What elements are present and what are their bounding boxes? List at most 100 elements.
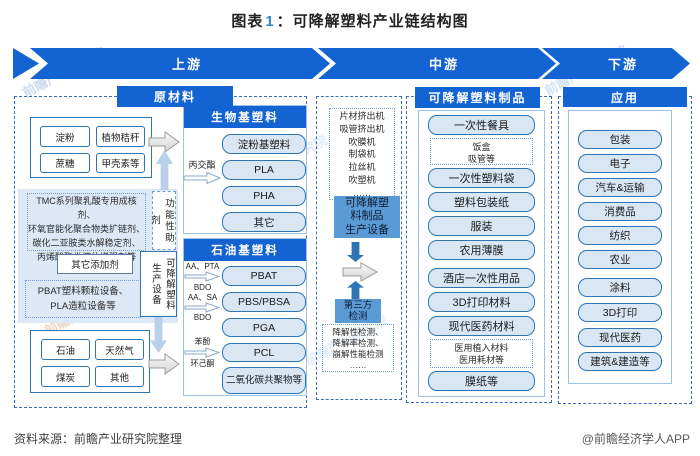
source-note: 资料来源：前瞻产业研究院整理	[14, 432, 183, 446]
machine-line: 片材挤出机	[339, 111, 385, 121]
source-box-chitin: 甲壳素等	[96, 153, 145, 173]
source-label: 石油	[55, 345, 75, 357]
plastic-item-label: PCL	[253, 346, 275, 359]
precursor-text: AA、SA	[187, 293, 218, 302]
source-box-gas: 天然气	[95, 339, 144, 360]
application-item: 电子	[578, 154, 662, 173]
banner-upstream: 上游	[30, 48, 330, 79]
application-item: 纺织	[578, 226, 662, 245]
note-line: 吸管等	[467, 154, 495, 164]
product-item-label: 农用薄膜	[459, 245, 504, 257]
note-line: 医用耗材等	[458, 355, 504, 365]
petro-plastics-header: 石油基塑料	[184, 239, 306, 261]
plastic-item: 二氧化碳共聚物等	[222, 367, 306, 394]
plastic-item-label: 淀粉基塑料	[237, 138, 291, 151]
header-products-label: 可降解塑料制品	[428, 91, 527, 105]
test-line: 降解率检测、	[332, 338, 384, 348]
credit-note: @前瞻经济学人APP	[581, 432, 690, 446]
plastic-item: PBAT	[222, 266, 306, 286]
source-box-starch: 淀粉	[40, 126, 90, 147]
application-item: 3D打印	[578, 303, 662, 322]
application-item-label: 消费品	[604, 206, 636, 218]
source-box-petroleum: 石油	[41, 339, 90, 360]
equipment-note-line: PBAT塑料颗粒设备、	[37, 286, 129, 297]
application-item-label: 涂料	[609, 282, 631, 294]
bio-plastics-header: 生物基塑料	[184, 106, 306, 128]
additives-note-box: TMC系列聚乳酸专用成核剂、 环氧官能化聚合物类扩链剂、 碳化二亚胺类水解稳定剂…	[27, 193, 146, 262]
banner-midstream: 中游	[318, 48, 556, 79]
plastic-item: PGA	[222, 318, 306, 337]
application-item-label: 建筑&建造等	[590, 356, 650, 368]
source-label: 淀粉	[55, 132, 75, 144]
tableware-note-box: 饭盒 吸管等	[430, 138, 533, 165]
source-box-sucrose: 蔗糖	[40, 153, 90, 173]
banner-midstream-label: 中游	[428, 57, 459, 72]
bio-plastics-header-label: 生物基塑料	[211, 112, 279, 124]
production-equipment-label-col2: 生产设备	[150, 263, 161, 305]
source-box-other: 其他	[95, 366, 144, 387]
header-products: 可降解塑料制品	[415, 87, 540, 108]
title-text: ：可降解塑料产业链结构图	[276, 13, 469, 30]
source-label: 煤炭	[55, 372, 75, 384]
flow-right-arrow-icon	[342, 262, 379, 282]
machine-line: 吹膜机	[348, 136, 376, 147]
product-item: 现代医药材料	[428, 316, 535, 336]
test-line: 崩解性能检测	[332, 349, 384, 359]
precursor-label: 环己酮	[184, 358, 221, 369]
application-item: 现代医药	[578, 328, 662, 347]
source-label: 蔗糖	[55, 159, 75, 170]
product-item-label: 3D打印材料	[452, 297, 511, 309]
application-item: 汽车&运输	[578, 178, 662, 197]
third-party-line: 检测	[348, 311, 368, 322]
plastic-item-label: PBAT	[250, 270, 278, 282]
equipment-note-line: PLA造粒设备等	[50, 301, 116, 312]
test-line: ……	[349, 360, 367, 370]
title-prefix: 图表	[231, 13, 264, 30]
product-item: 一次性塑料袋	[428, 168, 535, 188]
product-item-label: 服装	[470, 221, 493, 233]
products-equipment-line: 料制品	[350, 210, 384, 223]
precursor-arrow-icon	[184, 271, 220, 282]
equipment-container	[316, 96, 402, 400]
petro-plastics-header-label: 石油基塑料	[211, 245, 279, 257]
precursor-label: 丙交酯	[183, 158, 221, 171]
application-item: 建筑&建造等	[578, 352, 662, 371]
plastic-item-label: PBS/PBSA	[238, 296, 290, 308]
banner-downstream: 下游	[542, 48, 690, 79]
precursor-label: BDO	[184, 313, 221, 322]
application-item-label: 汽车&运输	[595, 182, 645, 194]
plastic-item-label: PHA	[253, 190, 275, 202]
product-item-label: 酒店一次性用品	[443, 273, 520, 285]
header-applications-label: 应用	[610, 90, 639, 105]
product-item: 3D打印材料	[428, 292, 535, 312]
machine-line: 拉丝机	[348, 162, 376, 173]
product-item-label: 现代医药材料	[448, 321, 515, 333]
product-item: 膜纸等	[428, 371, 535, 391]
functional-additives-label: 功能性助剂	[149, 197, 174, 244]
product-item: 塑料包装纸	[428, 192, 535, 212]
application-item: 消费品	[578, 202, 662, 221]
plastic-item-label: PGA	[252, 321, 276, 334]
medical-note-box: 医用植入材料 医用耗材等	[430, 339, 533, 368]
tests-list-box: 降解性检测、 降解率检测、 崩解性能检测 ……	[322, 324, 394, 372]
precursor-text: AA、PTA	[185, 262, 220, 271]
additives-note-line: 碳化二亚胺类水解稳定剂、	[32, 238, 141, 248]
equipment-note-box: PBAT塑料颗粒设备、 PLA造粒设备等	[25, 280, 141, 318]
plastic-item-label: 二氧化碳共聚物等	[225, 374, 302, 386]
banner-upstream-label: 上游	[171, 57, 202, 72]
product-item: 服装	[428, 216, 535, 236]
header-raw-materials: 原材料	[117, 86, 233, 107]
machines-list-box: 片材挤出机 吸管挤出机 吹膜机 制袋机 拉丝机 吹塑机 ……	[329, 108, 395, 200]
application-item: 农业	[578, 250, 662, 269]
functional-additives-box: 功能性助剂	[149, 191, 176, 250]
application-item-label: 纺织	[609, 230, 631, 242]
precursor-arrow-icon	[184, 347, 220, 358]
banner-lead-arrow-icon	[13, 48, 39, 79]
products-equipment-box: 可降解塑 料制品 生产设备	[334, 196, 400, 238]
plastic-item: PCL	[222, 343, 306, 362]
application-item: 包装	[578, 130, 662, 149]
precursor-text: BDO	[193, 313, 212, 322]
products-equipment-line: 可降解塑	[345, 196, 389, 209]
production-equipment-box: 可降解塑料 生产设备	[140, 251, 177, 317]
